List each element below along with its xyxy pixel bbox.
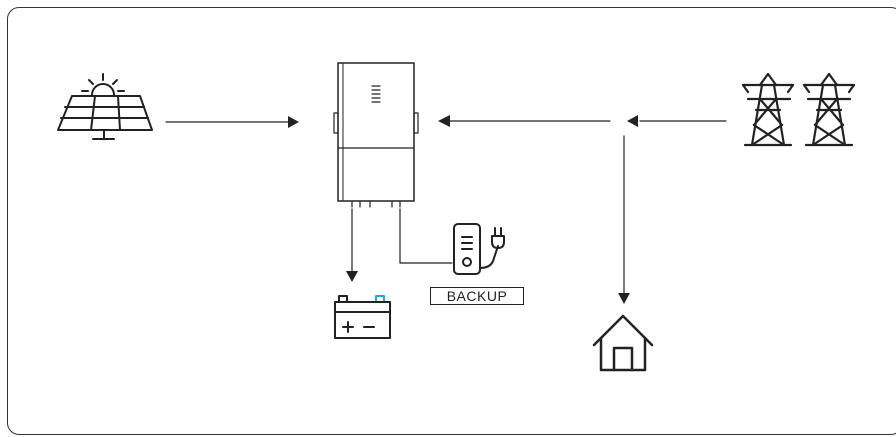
inverter-icon (333, 62, 419, 208)
battery-icon (334, 295, 391, 339)
diagram-frame (7, 7, 896, 435)
backup-load-plug-icon (453, 223, 505, 275)
arrow-junction-to-house (618, 135, 630, 304)
house-icon (592, 314, 654, 372)
arrow-solar-to-inverter (165, 116, 299, 128)
line-inverter-to-backup (399, 208, 453, 264)
arrow-inverter-to-battery (346, 208, 358, 282)
solar-panel-icon (57, 73, 153, 140)
inverter-display-icon (371, 85, 381, 103)
arrow-junction-to-inverter (438, 115, 611, 127)
power-tower-icon (741, 72, 856, 147)
backup-label: BACKUP (430, 287, 524, 305)
arrow-grid-to-junction (627, 115, 727, 127)
